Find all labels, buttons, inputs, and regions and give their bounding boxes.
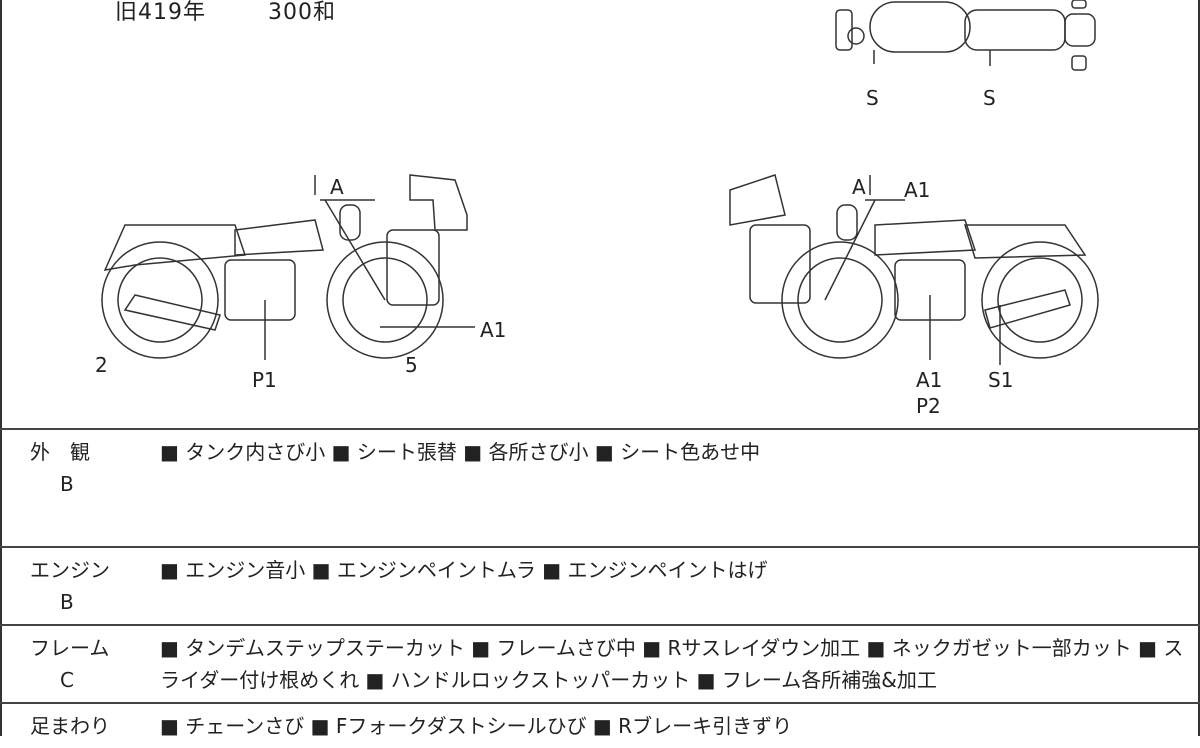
bike-left-side-diagram (101, 174, 475, 360)
bike-right-side-diagram (729, 174, 1099, 365)
section-items: ■ タンデムステップステーカット ■ フレームさび中 ■ Rサスレイダウン加工 … (160, 636, 1184, 692)
section-exterior: 外 観 B ■ タンク内さび小 ■ シート張替 ■ 各所さび小 ■ シート色あせ… (0, 428, 1200, 546)
section-grade: B (60, 472, 74, 496)
section-name: 足まわり (30, 714, 110, 738)
label-a-right: A (852, 175, 866, 199)
bike-top-view-diagram (835, 0, 1096, 71)
section-head: 足まわり (0, 710, 160, 742)
year-text: 旧419年 (115, 0, 206, 25)
label-5: 5 (405, 353, 418, 377)
label-a1-bottom-right: A1 (916, 368, 943, 392)
label-p2: P2 (916, 394, 941, 418)
section-head: フレーム C (0, 632, 160, 696)
section-name: フレーム (30, 636, 110, 660)
section-name: エンジン (30, 558, 110, 582)
section-items: ■ タンク内さび小 ■ シート張替 ■ 各所さび小 ■ シート色あせ中 (160, 440, 761, 464)
label-s-right: S (983, 86, 996, 110)
section-items: ■ チェーンさび ■ Fフォークダストシールひび ■ Rブレーキ引きずり (160, 714, 793, 738)
section-suspension: 足まわり ■ チェーンさび ■ Fフォークダストシールひび ■ Rブレーキ引きず… (0, 702, 1200, 748)
displacement-text: 300和 (268, 0, 336, 25)
label-a1-top-right: A1 (904, 178, 931, 202)
label-p1: P1 (252, 368, 277, 392)
label-a: A (330, 175, 344, 199)
section-head: エンジン B (0, 554, 160, 618)
section-engine: エンジン B ■ エンジン音小 ■ エンジンペイントムラ ■ エンジンペイントは… (0, 546, 1200, 624)
label-s-left: S (866, 86, 879, 110)
section-items: ■ エンジン音小 ■ エンジンペイントムラ ■ エンジンペイントはげ (160, 558, 768, 582)
section-name: 外 観 (30, 440, 90, 464)
sections-table: 外 観 B ■ タンク内さび小 ■ シート張替 ■ 各所さび小 ■ シート色あせ… (0, 428, 1200, 748)
section-head: 外 観 B (0, 436, 160, 540)
label-a1: A1 (480, 318, 507, 342)
section-frame: フレーム C ■ タンデムステップステーカット ■ フレームさび中 ■ Rサスレ… (0, 624, 1200, 702)
section-grade: C (60, 668, 74, 692)
label-2: 2 (95, 353, 108, 377)
label-s1: S1 (988, 368, 1014, 392)
section-grade: B (60, 590, 74, 614)
